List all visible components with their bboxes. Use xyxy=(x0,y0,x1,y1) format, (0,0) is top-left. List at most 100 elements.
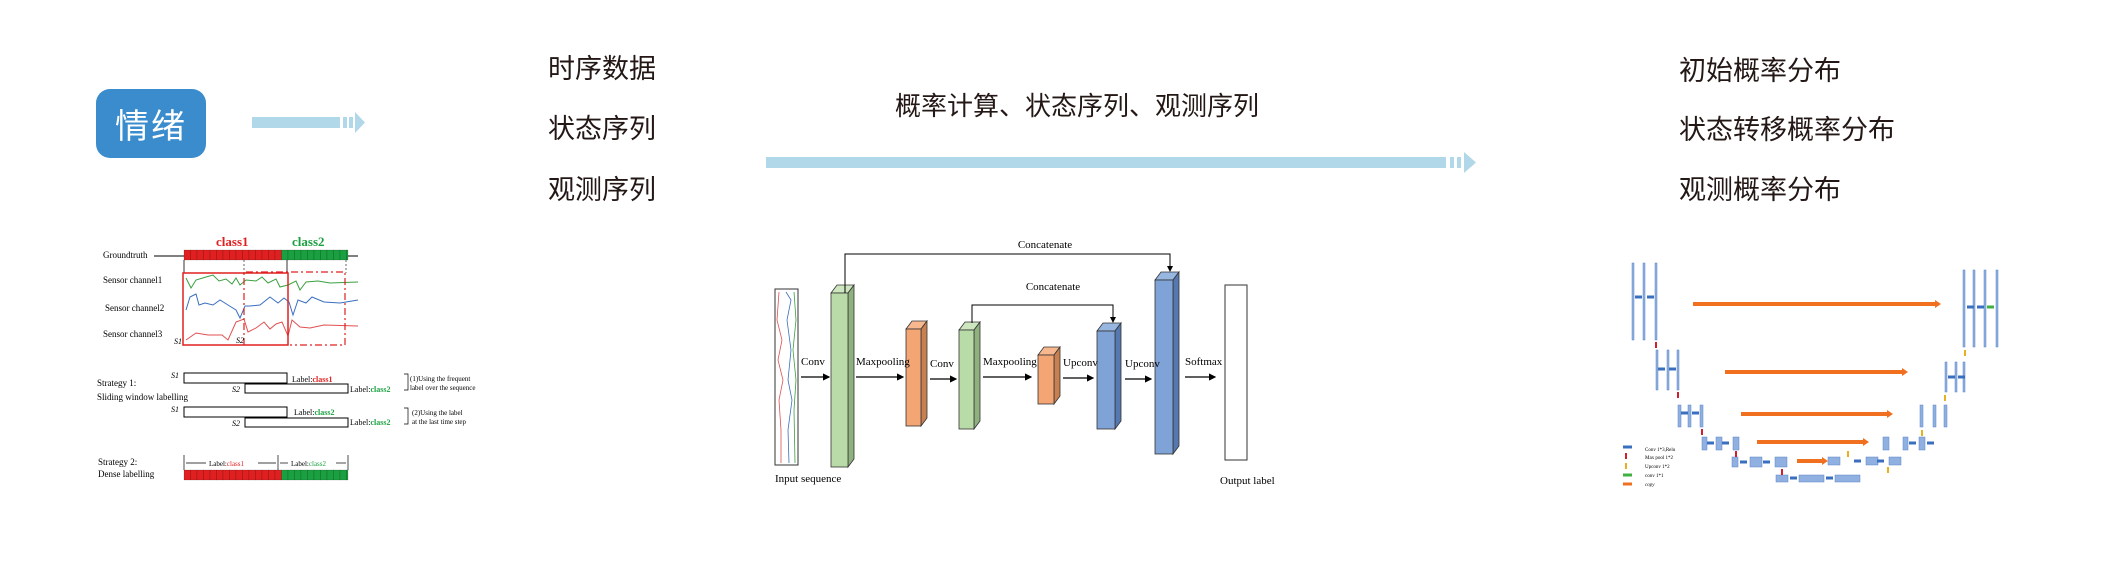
copy-arrowhead xyxy=(1902,368,1908,376)
copy-arrowhead xyxy=(1822,457,1828,465)
output-item-observation-prob: 观测概率分布 xyxy=(1679,175,1841,206)
feature-map xyxy=(1655,349,1659,391)
feature-map xyxy=(1882,436,1890,451)
feature-map xyxy=(1983,269,1987,348)
input-item-state-sequence: 状态序列 xyxy=(548,114,656,145)
window-label-1: Label:class1 xyxy=(292,375,332,384)
window-bar xyxy=(244,417,349,428)
s2-marker: S2 xyxy=(236,336,244,345)
conv-arrow xyxy=(1927,441,1934,445)
concatenate-outer-label: Concatenate xyxy=(1018,239,1072,251)
copy-arrowhead xyxy=(1863,438,1869,446)
maxpool-arrow xyxy=(1655,342,1657,348)
emotion-badge: 情绪 xyxy=(96,89,206,158)
window-label-4: Label:class2 xyxy=(350,418,390,427)
conv-arrow xyxy=(1826,476,1833,480)
block-front-face xyxy=(1037,354,1055,405)
op-label-maxpooling: Maxpooling xyxy=(856,356,910,368)
sensor-signal-1 xyxy=(185,274,359,291)
conv-arrow xyxy=(1763,460,1770,464)
s2-marker: S2 xyxy=(232,385,240,394)
dense-label-bar xyxy=(183,469,349,481)
conv-arrow xyxy=(1909,441,1916,445)
output-label-text: Output label xyxy=(1220,475,1275,487)
feature-map xyxy=(1731,456,1739,468)
copy-arrowhead xyxy=(1887,410,1893,418)
strategy1-name: Sliding window labelling xyxy=(97,392,188,402)
note1-line2: label over the sequence xyxy=(410,384,476,392)
input-item-timeseries: 时序数据 xyxy=(548,54,656,85)
maxpool-arrow xyxy=(1677,392,1679,398)
legend-upconv: Upconv 1*2 xyxy=(1645,465,1670,470)
conv-arrow xyxy=(1948,375,1955,379)
feature-map xyxy=(1732,436,1740,451)
feature-map xyxy=(1919,404,1924,428)
window-label-2: Label:class2 xyxy=(350,385,390,394)
conv-arrow xyxy=(1658,367,1665,371)
conv-arrow xyxy=(1740,460,1747,464)
feature-block-green xyxy=(830,283,855,469)
groundtruth-bar xyxy=(183,249,349,261)
op-label-upconv: Upconv xyxy=(1063,357,1098,369)
window-s2 xyxy=(243,271,346,346)
upconv-arrow xyxy=(1964,350,1966,356)
feature-map xyxy=(1676,349,1680,391)
conv-arrow xyxy=(1877,459,1884,463)
feature-map xyxy=(1932,404,1937,428)
legend-conv: Conv 1*3,Relu xyxy=(1645,448,1676,453)
output-item-initial-prob: 初始概率分布 xyxy=(1679,56,1841,87)
strategy2-title: Strategy 2: xyxy=(98,457,137,467)
groundtruth-label: Groundtruth xyxy=(103,250,148,260)
legend-copy: copy xyxy=(1645,483,1655,488)
feature-block-green xyxy=(958,320,981,431)
sensor-signal-2 xyxy=(185,293,359,320)
s1-marker: S1 xyxy=(171,371,179,380)
upconv-arrow xyxy=(1847,451,1849,457)
feature-block-orange xyxy=(905,319,928,428)
class2-heading: class2 xyxy=(292,234,325,249)
skip-connection-outer xyxy=(844,253,1173,293)
conv-arrow xyxy=(1967,305,1974,309)
concatenate-inner-label: Concatenate xyxy=(1026,281,1080,293)
label-segment xyxy=(346,249,349,261)
dense-label-1: Label:class1 xyxy=(209,460,244,468)
feature-map xyxy=(1834,474,1861,483)
feature-block-orange xyxy=(1037,345,1061,406)
conv-arrow xyxy=(1681,411,1688,415)
arrow-emotion-to-inputs xyxy=(252,112,365,133)
feature-block-blue xyxy=(1096,321,1122,431)
input-item-observation-sequence: 观测序列 xyxy=(548,175,656,206)
legend-swatch xyxy=(1623,473,1632,477)
maxpool-arrow xyxy=(1781,469,1783,475)
conv1x1-arrow xyxy=(1987,305,1994,309)
s1-marker: S1 xyxy=(171,405,179,414)
block-front-face xyxy=(830,292,849,468)
block-front-face xyxy=(958,329,975,430)
upconv-arrow xyxy=(1944,395,1946,401)
output-item-transition-prob: 状态转移概率分布 xyxy=(1679,115,1895,146)
feature-map xyxy=(1677,404,1682,428)
copy-arrow xyxy=(1725,370,1902,374)
block-front-face xyxy=(905,328,922,427)
conv-arrow xyxy=(1669,367,1676,371)
op-label-upconv: Upconv xyxy=(1125,358,1160,370)
sensor-channel3-label: Sensor channel3 xyxy=(103,329,163,339)
feature-map xyxy=(1902,436,1909,451)
op-label-conv: Conv xyxy=(930,358,954,370)
feature-map xyxy=(1701,436,1708,451)
feature-map xyxy=(1943,404,1948,428)
block-front-face xyxy=(1154,279,1174,455)
feature-map xyxy=(1654,262,1658,341)
conv-arrow xyxy=(1722,441,1729,445)
window-s1 xyxy=(182,272,289,346)
s1-marker: S1 xyxy=(174,337,182,346)
feature-map xyxy=(1888,456,1902,466)
conv-arrow xyxy=(1854,459,1861,463)
window-bar xyxy=(183,406,288,418)
copy-arrowhead xyxy=(1935,300,1941,308)
feature-map xyxy=(1631,262,1635,341)
skip-connection-inner xyxy=(971,304,1116,323)
strategy2-name: Dense labelling xyxy=(98,469,155,479)
